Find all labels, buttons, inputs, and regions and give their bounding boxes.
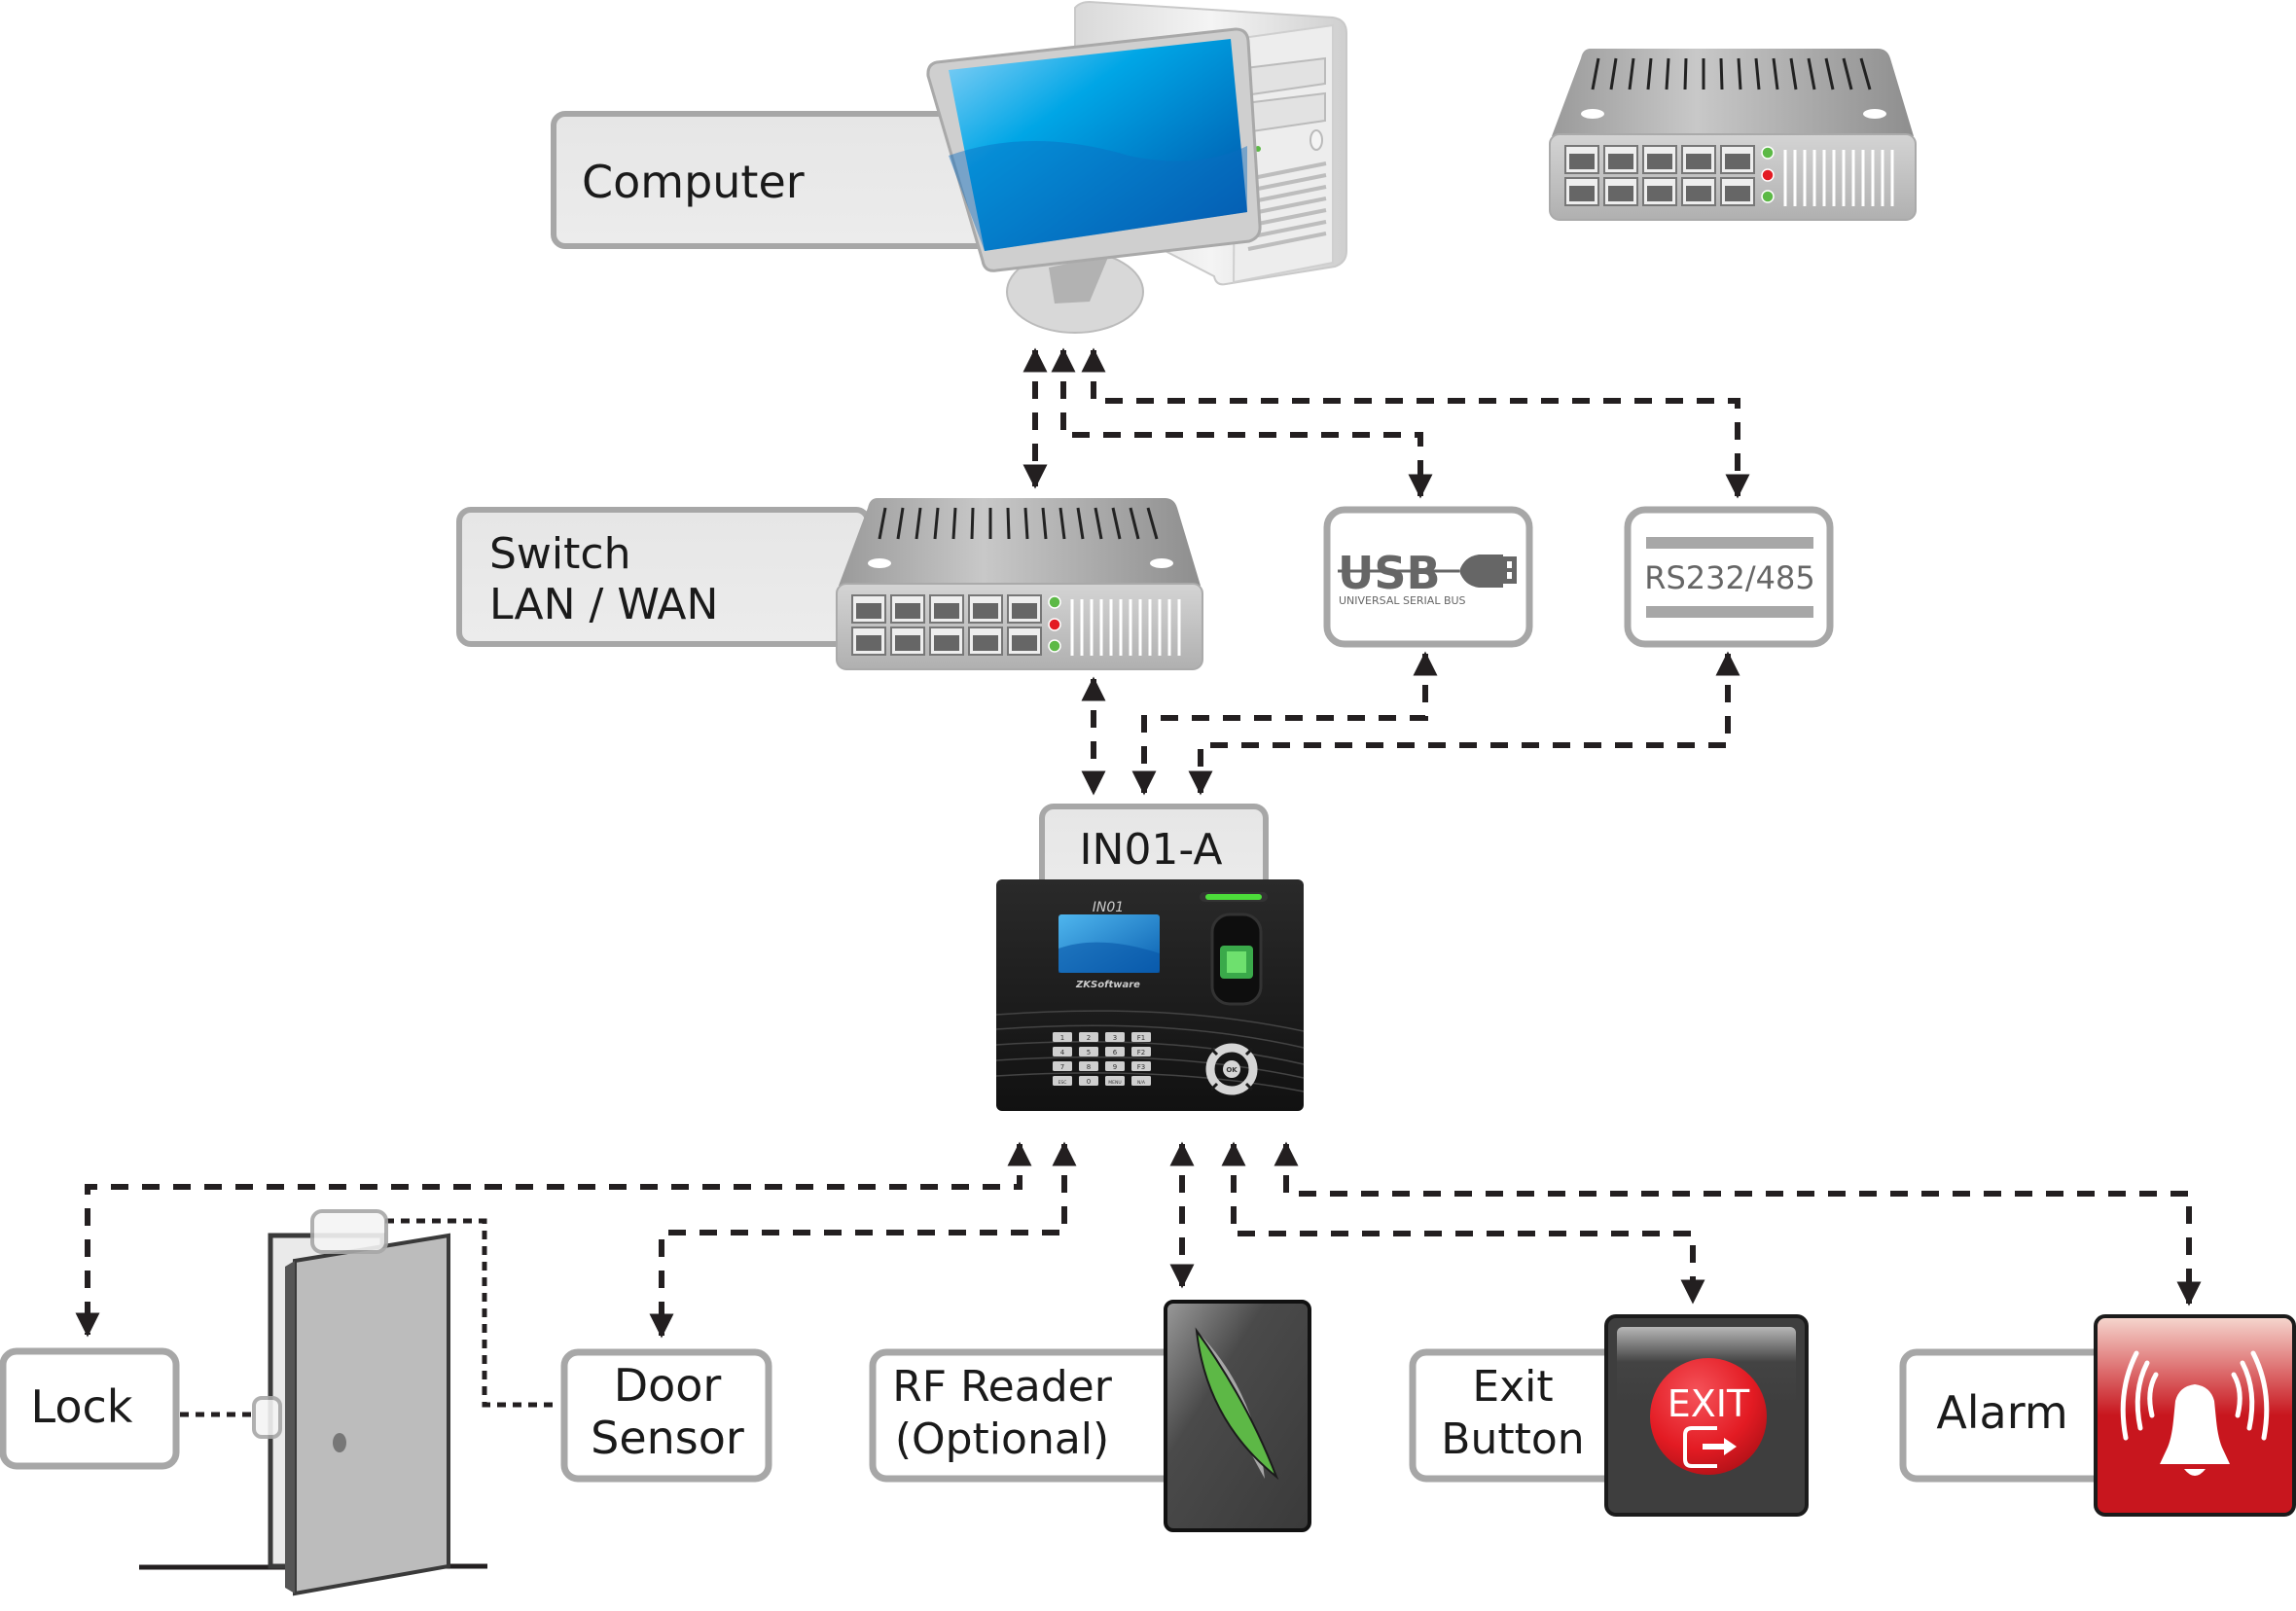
usb-sub-text: UNIVERSAL SERIAL BUS <box>1339 594 1466 607</box>
keypad-key-label: 0 <box>1087 1078 1091 1086</box>
keypad-key-label: 5 <box>1087 1049 1091 1056</box>
exit-button-label-line2: Button <box>1441 1414 1584 1464</box>
lock-node[interactable]: Lock <box>0 1347 180 1470</box>
keypad-key: F3 <box>1131 1061 1151 1071</box>
usb-box <box>1323 506 1533 648</box>
keypad-key: 1 <box>1053 1032 1072 1042</box>
device-label: IN01-A <box>1080 825 1223 875</box>
keypad-key-label: 8 <box>1087 1063 1091 1071</box>
keypad-key: 5 <box>1079 1047 1098 1056</box>
keypad-key: N/A <box>1131 1076 1151 1086</box>
keypad-key-label: 1 <box>1060 1034 1064 1042</box>
keypad-key: 6 <box>1105 1047 1125 1056</box>
keypad-key: 0 <box>1079 1076 1098 1086</box>
device-brand-text: ZKSoftware <box>1075 980 1140 990</box>
desktop-computer-icon <box>926 0 1347 334</box>
usb-logo-text: USB <box>1338 547 1441 599</box>
link-device-usb <box>1131 651 1438 796</box>
alarm-label: Alarm <box>1936 1386 2067 1439</box>
keypad-key-label: ESC <box>1058 1080 1067 1086</box>
exit-button-icon: EXIT <box>1604 1314 1809 1517</box>
door-sensor-label-box <box>560 1348 772 1483</box>
link-device-exit-button <box>1221 1141 1705 1305</box>
rs232-top-bar <box>1646 537 1813 549</box>
keypad-key: 2 <box>1079 1032 1098 1042</box>
rs232-node[interactable]: RS232/485 <box>1624 506 1834 648</box>
keypad-key: 3 <box>1105 1032 1125 1042</box>
usb-node[interactable]: USB UNIVERSAL SERIAL BUS <box>1323 506 1533 648</box>
door-sensor-magnet <box>310 1209 388 1254</box>
keypad-key: 4 <box>1053 1047 1072 1056</box>
keypad-key-label: N/A <box>1137 1080 1146 1086</box>
alarm-node[interactable]: Alarm <box>1899 1314 2296 1517</box>
keypad-key-label: F2 <box>1137 1049 1145 1056</box>
keypad-key: 7 <box>1053 1061 1072 1071</box>
lock-strike <box>252 1396 282 1439</box>
exit-button-node[interactable]: Exit Button EXIT <box>1409 1314 1809 1517</box>
keypad-key-label: MENU <box>1108 1080 1121 1086</box>
device-model-text: IN01 <box>1093 900 1124 915</box>
keypad-key: 9 <box>1105 1061 1125 1071</box>
device-ok-key: OK <box>1226 1066 1238 1074</box>
keypad-key-label: 6 <box>1113 1049 1118 1056</box>
switch-node[interactable]: Switch LAN / WAN <box>456 496 1204 671</box>
keypad-key: MENU <box>1105 1076 1125 1086</box>
link-device-door-sensor <box>649 1141 1077 1339</box>
connection-lines <box>75 347 2202 1339</box>
network-switch-icon <box>1548 47 1918 222</box>
wiring-dotted <box>180 1218 555 1417</box>
rf-reader-label-line2: (Optional) <box>895 1414 1109 1464</box>
usb-plug-icon <box>1459 555 1517 588</box>
lock-label-box <box>0 1347 180 1470</box>
link-device-alarm <box>1274 1141 2202 1307</box>
switch-label-line2: LAN / WAN <box>489 580 718 629</box>
rs232-bottom-bar <box>1646 606 1813 618</box>
switch-label-line1: Switch <box>489 529 630 579</box>
link-computer-rs232 <box>1081 347 1750 499</box>
alarm-bell-icon <box>2094 1314 2296 1517</box>
keypad-key-label: F1 <box>1137 1034 1145 1042</box>
standalone-switch-node[interactable] <box>1548 47 1918 222</box>
rf-card-reader-icon <box>1164 1300 1311 1532</box>
door-sensor-node[interactable]: Door Sensor <box>560 1348 772 1483</box>
link-computer-usb <box>1051 347 1433 499</box>
lock-label: Lock <box>31 1380 133 1433</box>
keypad-key-label: F3 <box>1137 1063 1145 1071</box>
link-device-lock <box>75 1141 1032 1338</box>
computer-node[interactable]: Computer <box>551 0 1347 334</box>
keypad-key-label: 7 <box>1060 1063 1064 1071</box>
computer-label: Computer <box>582 156 805 208</box>
exit-button-label-line1: Exit <box>1472 1362 1553 1412</box>
keypad-key-label: 2 <box>1087 1034 1091 1042</box>
rf-reader-node[interactable]: RF Reader (Optional) <box>869 1300 1311 1532</box>
device-node[interactable]: IN01-A IN01 ZKSoftware 1 2 3 F1 4 5 6 F2 7 8 9 F3ES… <box>995 804 1305 1111</box>
door-icon <box>139 1209 487 1596</box>
link-device-rs232 <box>1188 651 1740 796</box>
keypad-key: ESC <box>1053 1076 1072 1086</box>
exit-button-text: EXIT <box>1668 1382 1750 1425</box>
rs232-label: RS232/485 <box>1644 559 1814 596</box>
keypad-key-label: 9 <box>1113 1063 1117 1071</box>
door-sensor-label-line1: Door <box>614 1359 722 1412</box>
device-nav-pad: OK <box>1205 1043 1258 1095</box>
keypad-key-label: 3 <box>1113 1034 1117 1042</box>
keypad-key-label: 4 <box>1060 1049 1065 1056</box>
rf-reader-label-line1: RF Reader <box>892 1362 1112 1412</box>
keypad-key: F2 <box>1131 1047 1151 1056</box>
door-sensor-label-line2: Sensor <box>591 1412 744 1464</box>
keypad-key: 8 <box>1079 1061 1098 1071</box>
network-switch-icon <box>835 496 1204 671</box>
keypad-key: F1 <box>1131 1032 1151 1042</box>
wire-sensor-to-door <box>385 1218 555 1408</box>
